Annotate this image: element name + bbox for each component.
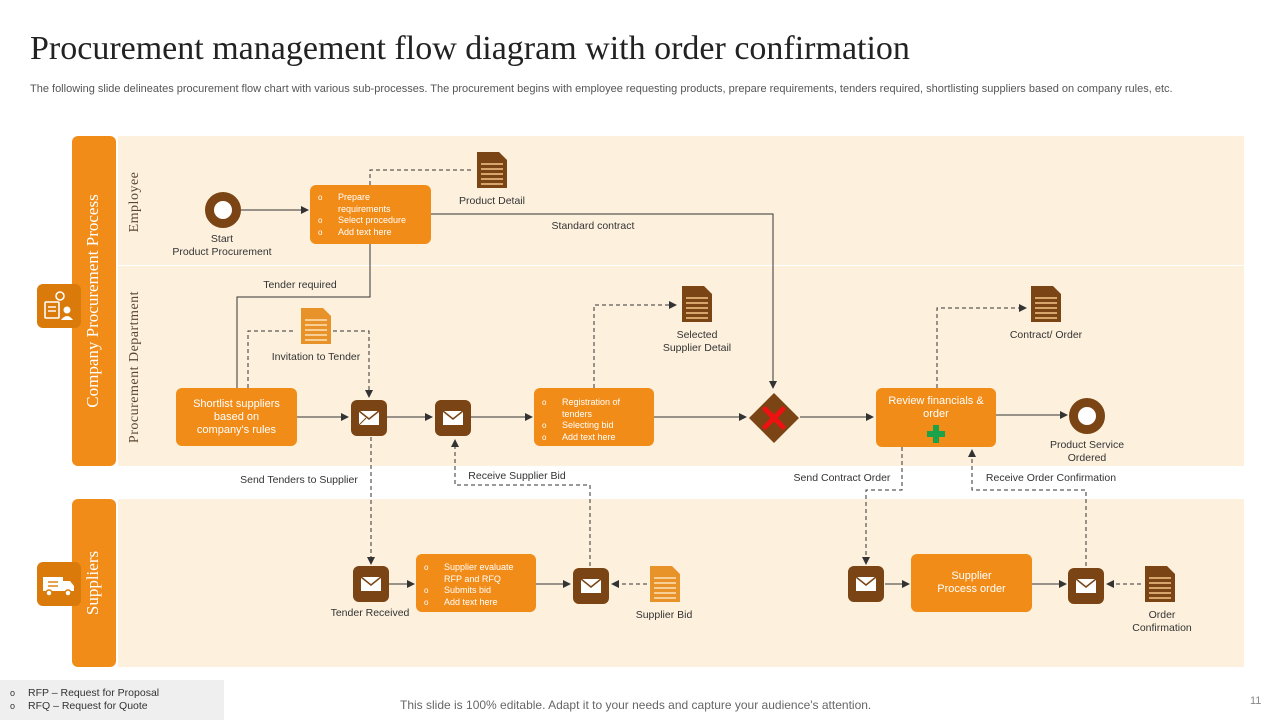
supplier-evaluate-item: Add text here xyxy=(424,597,528,609)
page-subtitle: The following slide delineates procureme… xyxy=(30,83,1173,95)
process-settings-icon xyxy=(37,284,81,328)
prepare-item: Add text here xyxy=(318,227,423,239)
footer-note: This slide is 100% editable. Adapt it to… xyxy=(400,698,872,712)
prepare-requirements-box: Prepare requirements Select procedure Ad… xyxy=(310,185,431,244)
supplier-evaluate-item: Submits bid xyxy=(424,585,528,597)
prepare-requirements-list: Prepare requirements Select procedure Ad… xyxy=(310,185,431,238)
plus-icon xyxy=(927,425,945,443)
selected-supplier-detail-label: Selected Supplier Detail xyxy=(662,329,732,354)
contract-order-label: Contract/ Order xyxy=(1009,329,1083,341)
product-service-ordered-label: Product Service Ordered xyxy=(1049,439,1125,464)
lane-divider xyxy=(118,265,1244,266)
suppliers-label: Suppliers xyxy=(83,550,102,616)
supplier-evaluate-list: Supplier evaluate RFP and RFQ Submits bi… xyxy=(416,554,536,608)
send-tenders-label: Send Tenders to Supplier xyxy=(240,474,358,486)
shortlist-suppliers-box: Shortlist suppliers based on company's r… xyxy=(176,388,297,446)
document-icon xyxy=(1029,284,1063,329)
registration-item: Selecting bid xyxy=(542,420,646,432)
receive-order-confirmation-label: Receive Order Confirmation xyxy=(985,472,1117,484)
tender-required-label: Tender required xyxy=(263,279,337,291)
prepare-item: Prepare requirements xyxy=(318,192,423,215)
end-event-circle xyxy=(1069,398,1105,434)
decision-gateway xyxy=(748,392,800,444)
envelope-icon xyxy=(1068,568,1104,604)
start-label: Start Product Procurement xyxy=(172,233,272,258)
envelope-icon xyxy=(573,568,609,604)
supplier-process-order-box: Supplier Process order xyxy=(911,554,1032,612)
standard-contract-label: Standard contract xyxy=(551,220,635,232)
review-financials-label: Review financials & order xyxy=(888,395,984,420)
registration-list: Registration of tenders Selecting bid Ad… xyxy=(534,388,654,443)
order-confirmation-label: Order Confirmation xyxy=(1132,609,1192,634)
procurement-lane-label: Procurement Department xyxy=(127,290,142,444)
document-icon xyxy=(680,284,714,329)
supplier-bid-label: Supplier Bid xyxy=(635,609,693,621)
registration-item: Add text here xyxy=(542,432,646,444)
envelope-icon xyxy=(353,566,389,602)
document-icon xyxy=(299,306,333,351)
delivery-truck-icon xyxy=(37,562,81,606)
envelope-icon xyxy=(435,400,471,436)
send-contract-order-label: Send Contract Order xyxy=(793,472,891,484)
envelope-icon xyxy=(351,400,387,436)
supplier-evaluate-item: Supplier evaluate RFP and RFQ xyxy=(424,562,528,585)
supplier-evaluate-box: Supplier evaluate RFP and RFQ Submits bi… xyxy=(416,554,536,612)
document-icon xyxy=(648,564,682,609)
company-process-label: Company Procurement Process xyxy=(83,194,102,408)
legend-item-text: RFQ – Request for Quote xyxy=(28,700,148,712)
invitation-to-tender-label: Invitation to Tender xyxy=(271,351,361,363)
employee-lane-label: Employee xyxy=(127,171,142,233)
page-title: Procurement management flow diagram with… xyxy=(30,30,910,67)
legend-item-text: RFP – Request for Proposal xyxy=(28,687,160,699)
document-icon xyxy=(1143,564,1177,609)
registration-item: Registration of tenders xyxy=(542,397,646,420)
page-number: 11 xyxy=(1250,695,1262,707)
receive-supplier-bid-label: Receive Supplier Bid xyxy=(468,470,566,482)
review-financials-box: Review financials & order xyxy=(876,388,996,447)
registration-box: Registration of tenders Selecting bid Ad… xyxy=(534,388,654,446)
start-event-circle xyxy=(205,192,241,228)
envelope-icon xyxy=(848,566,884,602)
product-detail-label: Product Detail xyxy=(459,195,525,207)
prepare-item: Select procedure xyxy=(318,215,423,227)
tender-received-label: Tender Received xyxy=(330,607,410,619)
document-icon xyxy=(475,150,509,195)
